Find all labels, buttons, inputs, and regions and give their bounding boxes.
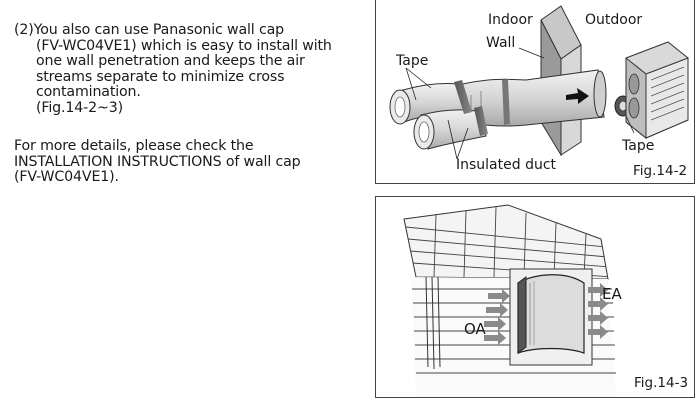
- label-wall: Wall: [486, 35, 516, 51]
- figure-caption: Fig.14-2: [633, 163, 688, 179]
- paragraph-more-details: For more details, please check the INSTA…: [14, 138, 364, 186]
- figure-caption: Fig.14-3: [634, 375, 689, 391]
- label-oa: OA: [464, 320, 486, 338]
- wall-cap-unit: [625, 41, 689, 140]
- paragraph-wall-cap-option: (2)You also can use Panasonic wall cap (…: [14, 22, 369, 117]
- duct-installation-illustration: [389, 5, 689, 160]
- insulated-duct: [389, 69, 607, 150]
- ea-airflow-arrows: [588, 283, 608, 339]
- paragraph-line: INSTALLATION INSTRUCTIONS of wall cap: [14, 153, 301, 170]
- label-insulated-duct: Insulated duct: [456, 157, 557, 173]
- paragraph-line: (FV-WC04VE1) which is easy to install wi…: [36, 37, 332, 54]
- brick-wall-cap-illustration: [403, 204, 616, 397]
- paragraph-line: For more details, please check the: [14, 138, 254, 154]
- paragraph-line: streams separate to minimize cross: [36, 68, 285, 85]
- oa-airflow-arrows: [484, 289, 510, 345]
- roof-shingles: [403, 204, 609, 280]
- paragraph-line: one wall penetration and keeps the air: [36, 53, 305, 70]
- paragraph-line: (2)You also can use Panasonic wall cap: [14, 22, 284, 38]
- paragraph-line: (Fig.14-2~3): [36, 99, 123, 116]
- label-tape-left: Tape: [396, 53, 429, 69]
- figure-14-3: OA EA Fig.14-3: [375, 196, 695, 398]
- direction-arrow-icon: [566, 88, 589, 104]
- label-tape-right: Tape: [622, 138, 655, 154]
- label-outdoor: Outdoor: [585, 12, 643, 28]
- paragraph-line: (FV-WC04VE1).: [14, 169, 119, 186]
- paragraph-line: contamination.: [36, 84, 141, 101]
- label-ea: EA: [602, 285, 622, 303]
- figure-14-2: Indoor Outdoor Wall Tape Tape Insulated …: [375, 0, 695, 184]
- leader-lines: [405, 47, 635, 160]
- label-indoor: Indoor: [488, 12, 533, 28]
- wall-cap-unit: [509, 268, 593, 366]
